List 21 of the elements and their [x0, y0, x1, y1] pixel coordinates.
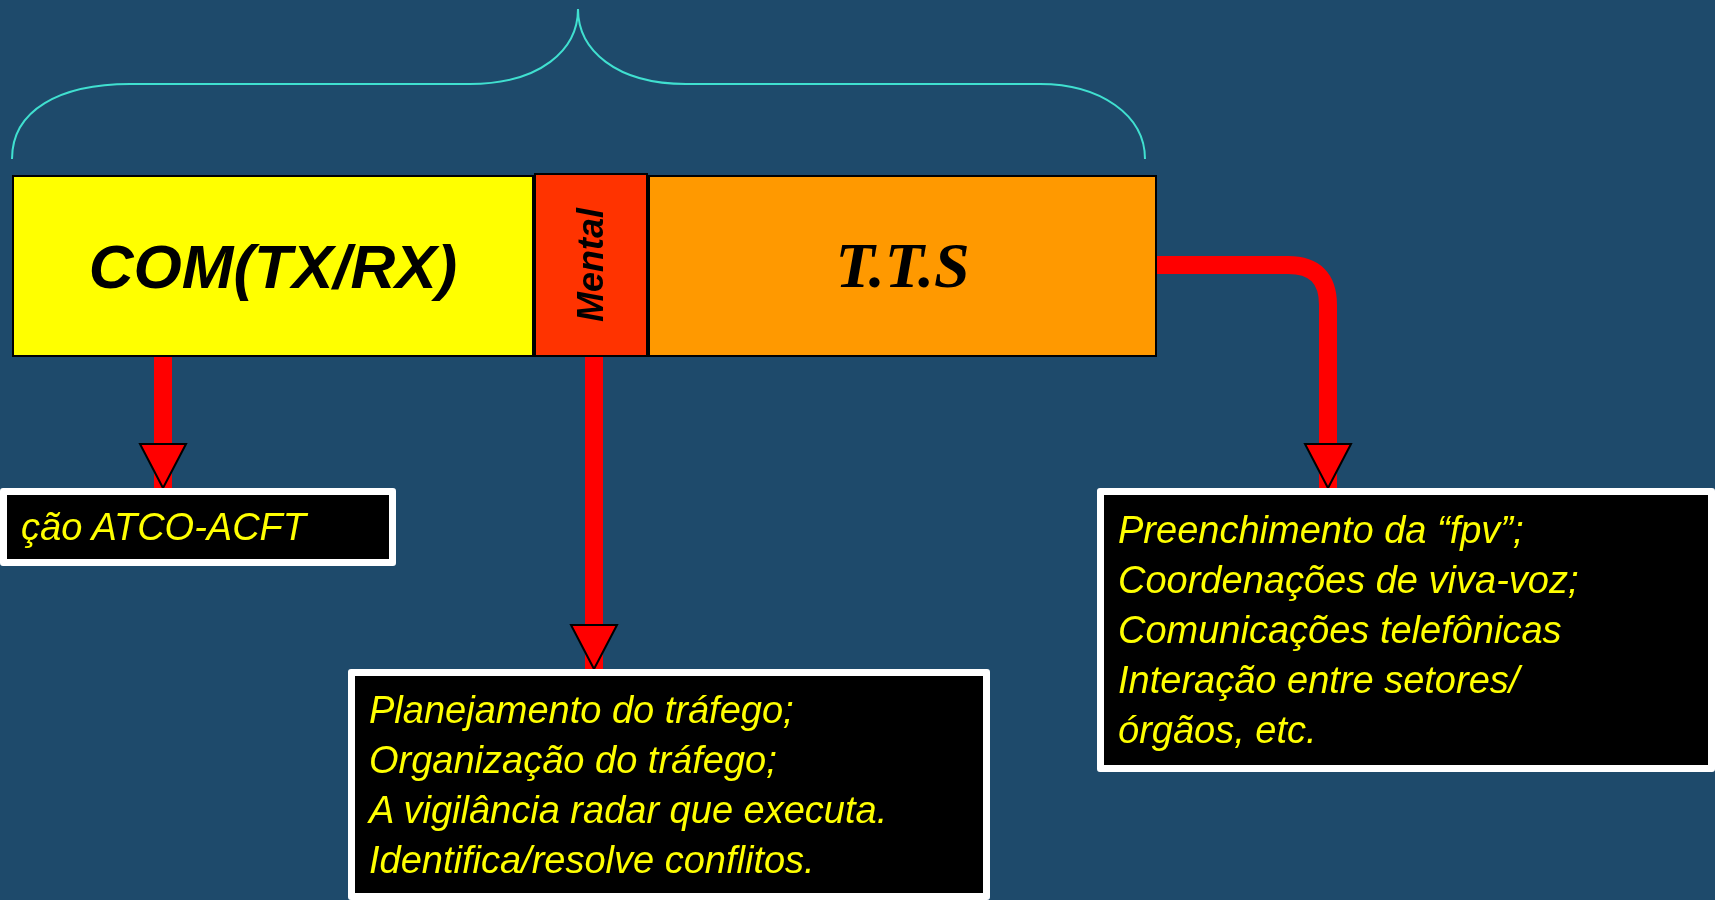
note-text: Preenchimento da “fpv”; — [1118, 508, 1524, 553]
arrow — [1157, 256, 1352, 489]
note-text: A vigilância radar que executa. — [369, 787, 888, 833]
note-text: Interação entre setores/órgãos, etc. — [1118, 655, 1618, 755]
bar-segment — [12, 175, 534, 357]
note-text: Organização do tráfego; — [369, 737, 777, 783]
note-text: Identifica/resolve conflitos. — [369, 837, 815, 883]
arrow — [139, 357, 187, 489]
arrow — [570, 357, 618, 670]
note-text: Coordenações de viva-voz; — [1118, 558, 1579, 603]
segment-label: COM(TX/RX) — [88, 230, 458, 302]
segment-label: T.T.S — [835, 229, 970, 303]
bar-segment — [648, 175, 1157, 357]
text-box — [348, 669, 990, 900]
text-box — [1097, 488, 1715, 772]
text-box — [0, 488, 396, 566]
segment-label: Mental — [570, 208, 612, 322]
note-text: Comunicações telefônicas — [1118, 608, 1562, 653]
note-text: Planejamento do tráfego; — [369, 687, 794, 733]
bar-segment — [534, 173, 648, 357]
note-text: ção ATCO-ACFT — [21, 505, 307, 550]
